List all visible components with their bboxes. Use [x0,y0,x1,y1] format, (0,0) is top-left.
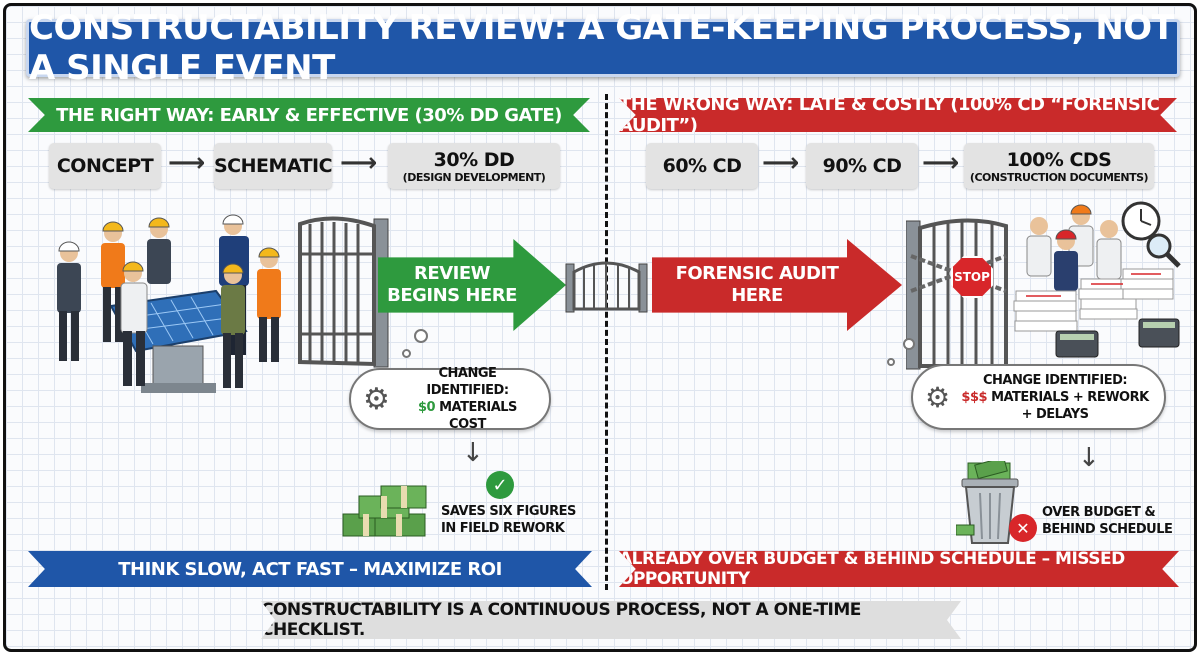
thought-bubble-small [414,329,428,343]
step-label: SCHEMATIC [213,155,333,177]
late-review-illustration [1013,201,1181,358]
left-header-banner: THE RIGHT WAY: EARLY & EFFECTIVE (30% DD… [28,98,590,132]
right-cloud-cost: $$$ [961,389,988,405]
money-stack-icon [342,485,427,537]
thought-bubble-tiny [887,358,895,366]
step-sublabel: (CONSTRUCTION DOCUMENTS) [969,170,1149,184]
gear-icon: ⚙ [363,381,390,417]
step-arrow-icon: ⟶ [168,148,206,178]
forensic-arrow-label: FORENSIC AUDIT HERE [675,263,839,306]
step-label: 90% CD [822,155,902,177]
step-90-cd: 90% CD [806,143,918,189]
step-60-cd: 60% CD [646,143,758,189]
step-arrow-icon: ⟶ [340,148,378,178]
left-footer-banner: THINK SLOW, ACT FAST – MAXIMIZE ROI [28,551,592,587]
down-arrow-icon: ↓ [1078,443,1100,473]
step-arrow-icon: ⟶ [762,148,800,178]
step-label: CONCEPT [56,155,154,177]
step-concept: CONCEPT [49,143,161,189]
forensic-audit-arrow: FORENSIC AUDIT HERE [652,239,902,331]
error-x-icon: ✕ [1009,514,1037,542]
step-arrow-icon: ⟶ [922,148,960,178]
savings-line2: IN FIELD REWORK [441,521,565,536]
step-100-cds: 100% CDS (CONSTRUCTION DOCUMENTS) [964,143,1154,189]
stop-sign-icon: STOP [951,256,993,298]
trash-can-money-icon [956,461,1019,544]
outcome-note: OVER BUDGET & BEHIND SCHEDULE [1042,504,1173,538]
thought-bubble-small [903,338,915,350]
center-divider [605,94,608,590]
right-cloud-line1: CHANGE IDENTIFIED: [982,372,1128,388]
step-schematic: SCHEMATIC [213,143,333,189]
right-footer-banner: ALREADY OVER BUDGET & BEHIND SCHEDULE – … [619,551,1179,587]
review-arrow-line1: REVIEW [414,263,490,284]
down-arrow-icon: ↓ [462,438,484,468]
main-title: CONSTRUCTABILITY REVIEW: A GATE-KEEPING … [26,8,1180,88]
review-arrow-line2: BEGINS HERE [387,285,517,306]
step-label: 30% DD [433,148,515,171]
left-cloud-line2: MATERIALS COST [435,400,517,432]
design-team-illustration [57,214,281,393]
left-cloud-cost: $0 [417,400,436,415]
left-change-cloud: ⚙ CHANGE IDENTIFIED: $0 MATERIALS COST [349,366,551,432]
center-gate-icon [565,261,648,313]
savings-note: SAVES SIX FIGURES IN FIELD REWORK [441,503,576,537]
right-cloud-line2: MATERIALS + REWORK + DELAYS [987,389,1149,422]
step-30-dd: 30% DD (DESIGN DEVELOPMENT) [388,143,560,189]
right-change-cloud: ⚙ CHANGE IDENTIFIED: $$$ MATERIALS + REW… [911,364,1166,430]
outcome-line2: BEHIND SCHEDULE [1042,522,1173,537]
bottom-banner: CONSTRUCTABILITY IS A CONTINUOUS PROCESS… [261,601,961,639]
step-label: 60% CD [662,155,742,177]
step-label: 100% CDS [1006,148,1112,171]
savings-line1: SAVES SIX FIGURES [441,504,576,519]
left-cloud-line1: CHANGE IDENTIFIED: [426,366,509,398]
infographic-frame: CONSTRUCTABILITY REVIEW: A GATE-KEEPING … [3,3,1197,652]
check-icon: ✓ [486,471,514,499]
thought-bubble-tiny [402,349,411,358]
outcome-line1: OVER BUDGET & [1042,505,1156,520]
step-sublabel: (DESIGN DEVELOPMENT) [402,170,546,184]
gear-icon: ⚙ [925,380,951,414]
right-header-banner: THE WRONG WAY: LATE & COSTLY (100% CD “F… [619,98,1177,132]
